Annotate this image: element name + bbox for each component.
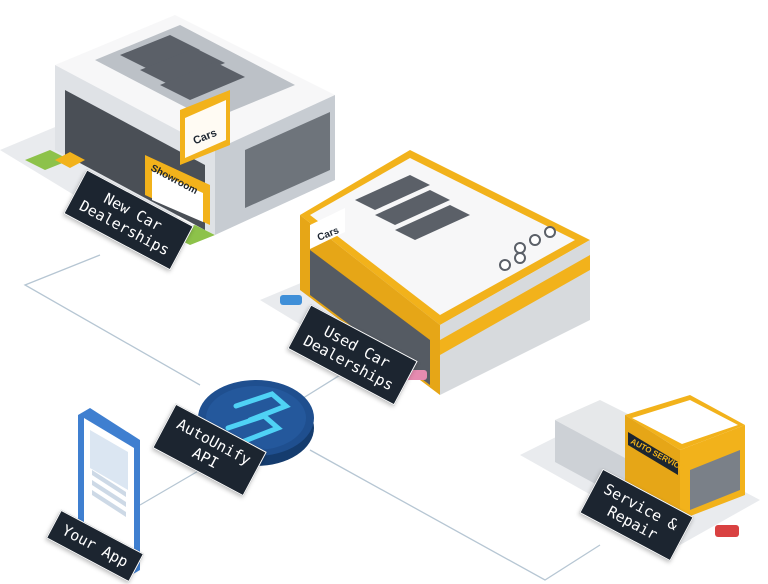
connector-service <box>309 449 601 581</box>
new-car-building: Cars Showroom <box>0 15 335 245</box>
connector-lines <box>23 254 601 581</box>
used-car-building: Cars <box>260 150 590 395</box>
autounify-logo-icon <box>225 391 291 445</box>
connector-app <box>139 469 201 506</box>
connector-new-car <box>23 254 201 386</box>
connector-used-car <box>299 371 346 401</box>
